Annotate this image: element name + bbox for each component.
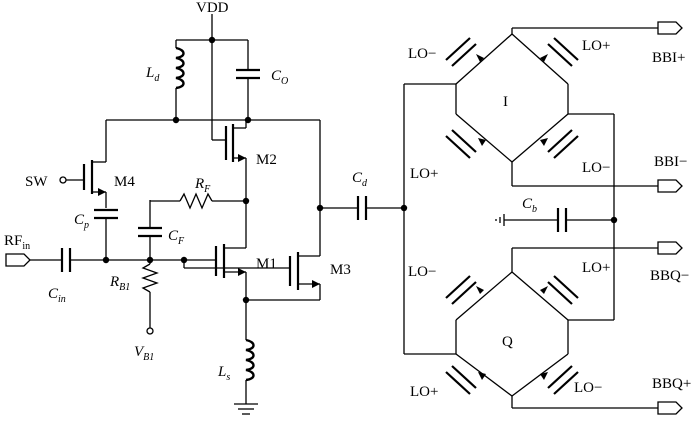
inductor-ld [175,40,185,120]
transistor-m1 [214,240,247,340]
sw-label: SW [25,174,48,190]
rf-label: RF [194,176,211,195]
bbq-plus-label: BBQ+ [652,376,691,392]
lo-minus-label: LO− [574,380,602,396]
rf-input-port [5,253,62,267]
port-bbi-plus [657,21,683,35]
bbq-minus-label: BBQ− [650,268,689,284]
bbi-plus-label: BBI+ [652,50,685,66]
gate-link-m3 [183,260,290,269]
mixer-q [404,236,658,409]
resistor-rf [149,192,250,228]
m2-label: M2 [256,152,277,168]
vdd-node [176,14,248,44]
vb1-label: VB1 [134,344,154,363]
capacitor-co [236,40,260,120]
mixer-q-label: Q [502,334,513,350]
m4-label: M4 [114,174,135,190]
m1-label: M1 [256,256,277,272]
lo-minus-label: LO− [408,46,436,62]
top-rail [106,116,321,208]
lo-plus-label: LO+ [410,166,438,182]
resistor-rb1 [141,260,159,335]
capacitor-cf [138,226,162,260]
cd-label: Cd [352,170,368,189]
ground-icon [234,403,258,415]
rb1-label: RB1 [109,274,130,293]
cb-label: Cb [522,196,537,215]
rfin-label: RFin [4,233,30,252]
mixer-i-label: I [503,94,508,110]
capacitor-cb [495,208,618,232]
lo-plus-label: LO+ [582,38,610,54]
lo-minus-label: LO− [408,264,436,280]
lo-plus-label: LO+ [410,384,438,400]
inductor-ls [245,338,255,404]
capacitor-cd [316,84,408,354]
transistor-m4 [59,120,107,208]
port-bbi-minus [657,179,683,193]
port-bbq-minus [657,241,683,255]
port-bbq-plus [657,401,683,415]
cin-label: Cin [48,286,66,305]
ld-label: Ld [145,65,160,84]
co-label: CO [271,68,288,87]
cf-label: CF [168,228,185,247]
cp-label: Cp [74,212,89,231]
lo-minus-label: LO− [582,160,610,176]
bbi-minus-label: BBI− [654,154,687,170]
transistor-m3 [242,208,321,304]
capacitor-cp [94,208,118,236]
vdd-label: VDD [196,0,229,16]
capacitor-cin [60,236,216,272]
lo-plus-label: LO+ [582,260,610,276]
m3-label: M3 [330,262,351,278]
mixer-i [404,27,658,236]
ls-label: Ls [217,364,230,383]
